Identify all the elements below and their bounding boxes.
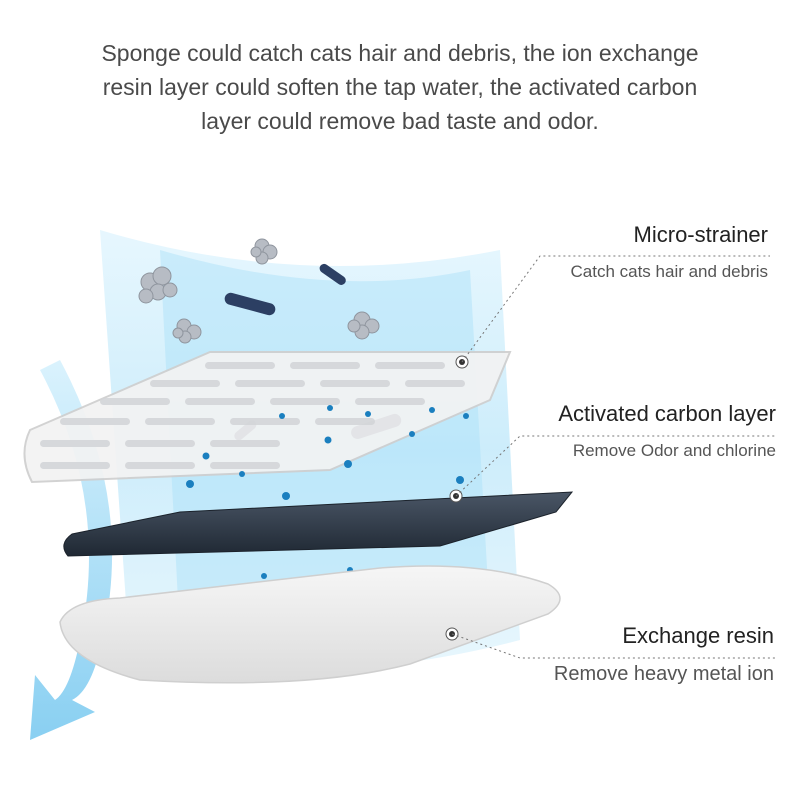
exchange-resin-description: Remove heavy metal ion: [553, 663, 774, 685]
debris-cluster: [172, 318, 202, 344]
water-particles: [186, 405, 469, 579]
intro-text: Sponge could catch cats hair and debris,…: [40, 36, 760, 138]
exchange-resin-label: Exchange resin Remove heavy metal ion: [554, 623, 774, 686]
bacteria: [319, 263, 346, 285]
intro-line: Sponge could catch cats hair and debris,…: [101, 40, 699, 66]
micro-strainer-title: Micro-strainer: [633, 222, 768, 247]
micro-strainer-description: Catch cats hair and debris: [570, 262, 769, 281]
debris-cluster: [347, 311, 380, 340]
activated-carbon-title: Activated carbon layer: [558, 401, 776, 426]
bacteria: [224, 292, 276, 316]
exchange-resin-layer: [59, 565, 561, 684]
debris-cluster: [138, 266, 178, 304]
micro-strainer-layer: [23, 351, 512, 484]
debris-cluster: [250, 238, 278, 265]
intro-line: resin layer could soften the tap water, …: [102, 74, 698, 100]
activated-carbon-description: Remove Odor and chlorine: [572, 441, 776, 460]
micro-strainer-label: Micro-strainer Catch cats hair and debri…: [571, 222, 769, 282]
exchange-resin-title: Exchange resin: [622, 623, 774, 648]
activated-carbon-layer: [63, 491, 574, 557]
activated-carbon-label: Activated carbon layer Remove Odor and c…: [558, 401, 776, 461]
intro-line: layer could remove bad taste and odor.: [201, 108, 599, 134]
micro-strainer-leader: [461, 255, 770, 363]
